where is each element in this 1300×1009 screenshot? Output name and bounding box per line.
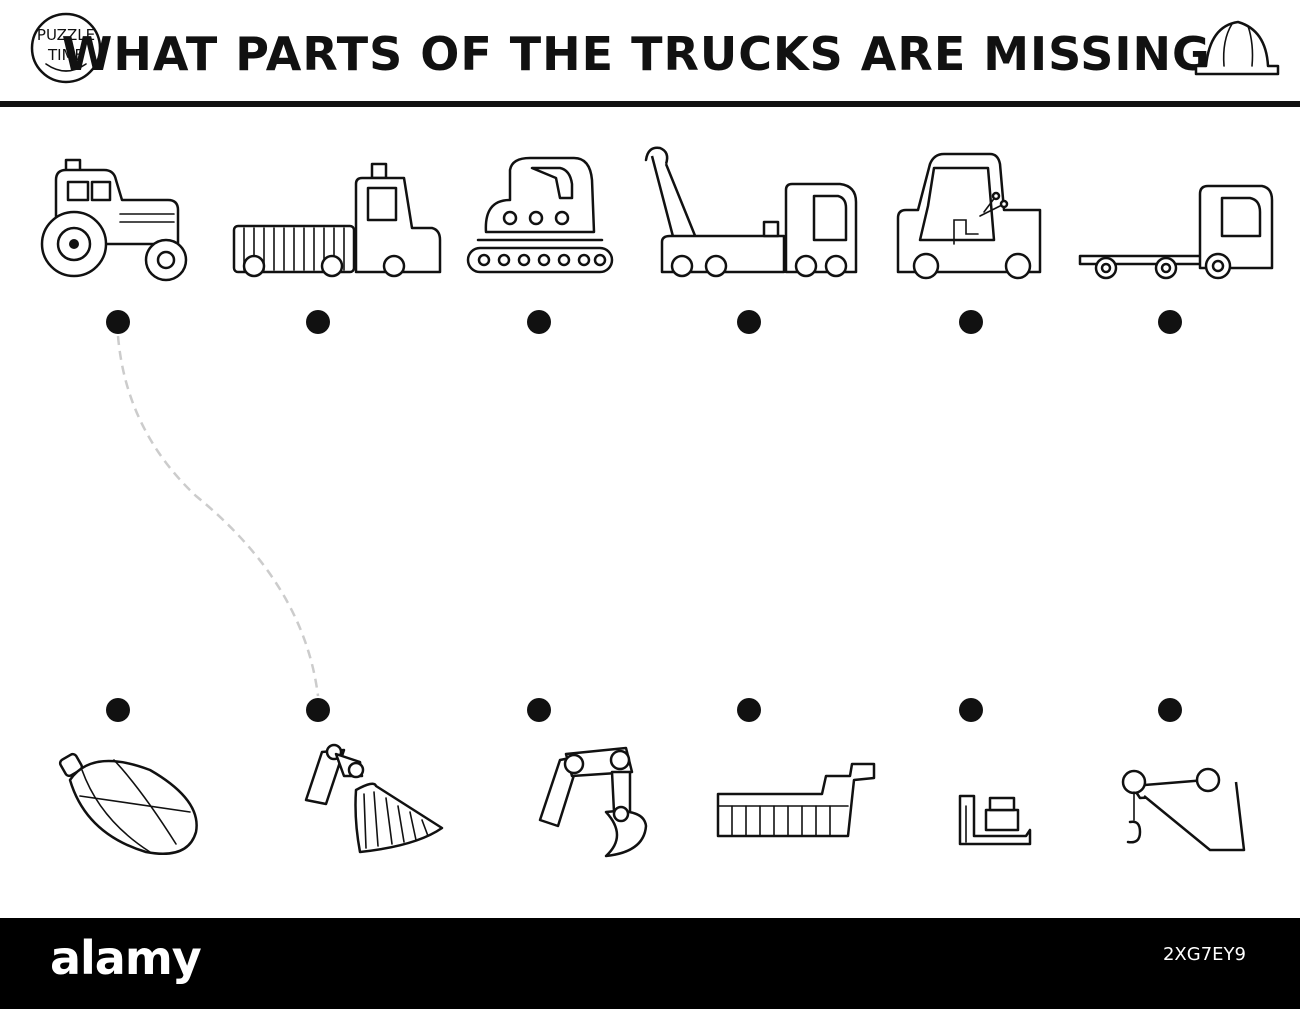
header-divider: [0, 101, 1300, 107]
bottom-dots: [106, 698, 1182, 722]
dot-top-5[interactable]: [959, 310, 983, 334]
logo-line-2: TIME: [47, 46, 84, 64]
dot-top-6[interactable]: [1158, 310, 1182, 334]
header: PUZZLE TIME WHAT PARTS OF THE TRUCKS ARE…: [0, 12, 1300, 107]
crane-boom-icon: [1121, 767, 1246, 852]
dot-bottom-6[interactable]: [1158, 698, 1182, 722]
mixer-drum-icon: [58, 752, 198, 856]
dot-top-4[interactable]: [737, 310, 761, 334]
watermark-logo: alamy: [50, 931, 202, 985]
excavator-arm-icon: [538, 746, 648, 858]
footer-bar: [0, 918, 1300, 1009]
dot-bottom-4[interactable]: [737, 698, 761, 722]
dot-bottom-2[interactable]: [306, 698, 330, 722]
dump-truck-icon: [232, 162, 442, 278]
crane-truck-icon: [644, 146, 858, 278]
dump-body-icon: [716, 762, 876, 838]
dot-top-1[interactable]: [106, 310, 130, 334]
logo-line-1: PUZZLE: [37, 26, 95, 44]
example-dashed-line: [116, 335, 320, 697]
forklift-icon: [896, 152, 1042, 280]
image-id: 2XG7EY9: [1162, 944, 1246, 965]
dot-bottom-5[interactable]: [959, 698, 983, 722]
puzzle-time-logo: PUZZLE TIME: [30, 12, 102, 84]
flatbed-truck-icon: [1078, 184, 1274, 280]
forklift-mast-icon: [958, 794, 1032, 846]
dot-bottom-3[interactable]: [527, 698, 551, 722]
tractor-icon: [40, 158, 188, 282]
puzzle-worksheet: PUZZLE TIME WHAT PARTS OF THE TRUCKS ARE…: [0, 12, 1300, 858]
dot-bottom-1[interactable]: [106, 698, 130, 722]
dot-top-2[interactable]: [306, 310, 330, 334]
page-title: WHAT PARTS OF THE TRUCKS ARE MISSING?: [62, 27, 1239, 81]
excavator-icon: [466, 156, 614, 274]
loader-bucket-icon: [304, 743, 444, 854]
hard-hat-icon: [1194, 20, 1280, 76]
dot-top-3[interactable]: [527, 310, 551, 334]
top-dots: [106, 310, 1182, 334]
